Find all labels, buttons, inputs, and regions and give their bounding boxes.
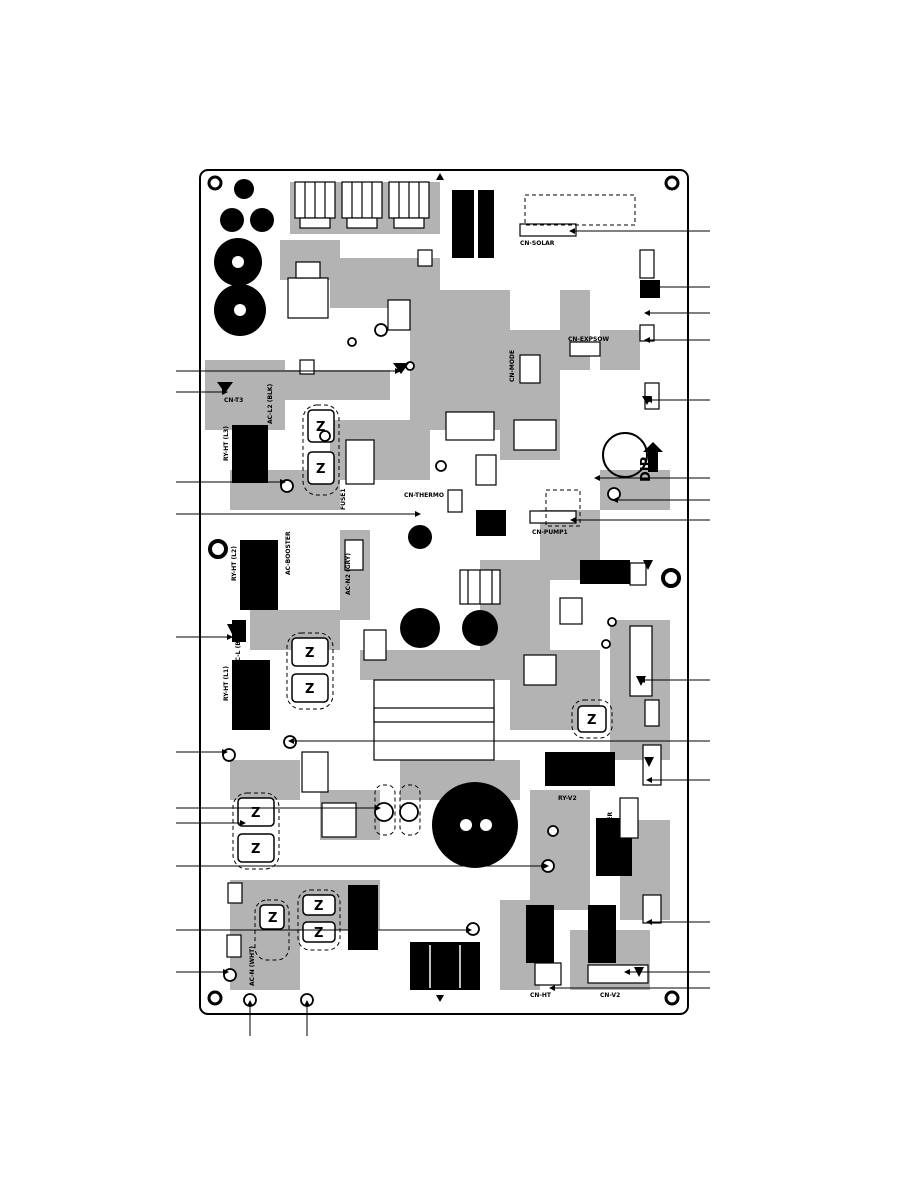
svg-text:Z: Z [316, 420, 325, 435]
svg-text:AC-L (BLU): AC-L (BLU) [235, 630, 242, 666]
svg-text:Z: Z [268, 911, 277, 926]
svg-text:RY-HT (L2): RY-HT (L2) [231, 546, 238, 581]
svg-text:RY-V2: RY-V2 [558, 795, 577, 802]
svg-text:CN-MODE: CN-MODE [509, 350, 516, 382]
svg-text:AC-N2 (GRY): AC-N2 (GRY) [345, 553, 352, 595]
svg-text:CN-T3: CN-T3 [224, 397, 243, 404]
svg-text:Z: Z [314, 899, 323, 914]
varistor-z-marks: Z Z Z Z Z Z Z Z Z Z [251, 420, 596, 941]
svg-text:Z: Z [251, 842, 260, 857]
heatsinks [287, 181, 430, 319]
svg-text:Z: Z [316, 462, 325, 477]
callout-lines-right [294, 230, 710, 989]
svg-text:RY-HT (L3): RY-HT (L3) [223, 426, 230, 461]
callout-arrowheads [222, 228, 652, 1006]
connectors [226, 223, 662, 986]
capacitors-large [214, 179, 648, 868]
callout-lines-left [176, 370, 543, 1036]
svg-text:CN-HT: CN-HT [530, 992, 552, 999]
svg-text:RY-HT (L1): RY-HT (L1) [223, 666, 230, 701]
dip-switch: DIP [639, 442, 663, 482]
svg-text:Z: Z [305, 646, 314, 661]
ic-marks [301, 249, 583, 838]
svg-text:RY-BOOSTER: RY-BOOSTER [607, 811, 614, 854]
svg-text:CN-THERMO: CN-THERMO [404, 492, 444, 499]
svg-text:CN-PUMP1: CN-PUMP1 [532, 529, 568, 536]
svg-text:Z: Z [251, 806, 260, 821]
svg-text:CN-SOLAR: CN-SOLAR [520, 240, 555, 247]
svg-text:AC-BOOSTER: AC-BOOSTER [285, 531, 292, 575]
relay-marks [429, 945, 461, 988]
top-marker [436, 173, 444, 180]
svg-text:AC-N (WHT): AC-N (WHT) [249, 946, 256, 986]
varistors [237, 409, 607, 943]
silkscreen-labels: CN-SOLAR CN-EXPSOW CN-MODE CN-THERMO CN-… [223, 240, 620, 999]
bottom-marker [436, 995, 444, 1002]
dashed-zones [232, 194, 636, 961]
svg-text:Z: Z [587, 713, 596, 728]
svg-text:AC-L2 (BLK): AC-L2 (BLK) [267, 383, 274, 424]
svg-text:DIP: DIP [639, 457, 654, 482]
svg-text:CN-V2: CN-V2 [600, 992, 620, 999]
svg-text:Z: Z [305, 682, 314, 697]
svg-text:FUSE1: FUSE1 [340, 488, 347, 510]
svg-text:Z: Z [314, 926, 323, 941]
relays [232, 190, 660, 990]
svg-text:CN-EXPSOW: CN-EXPSOW [568, 336, 609, 343]
mounting-holes [207, 175, 681, 1006]
